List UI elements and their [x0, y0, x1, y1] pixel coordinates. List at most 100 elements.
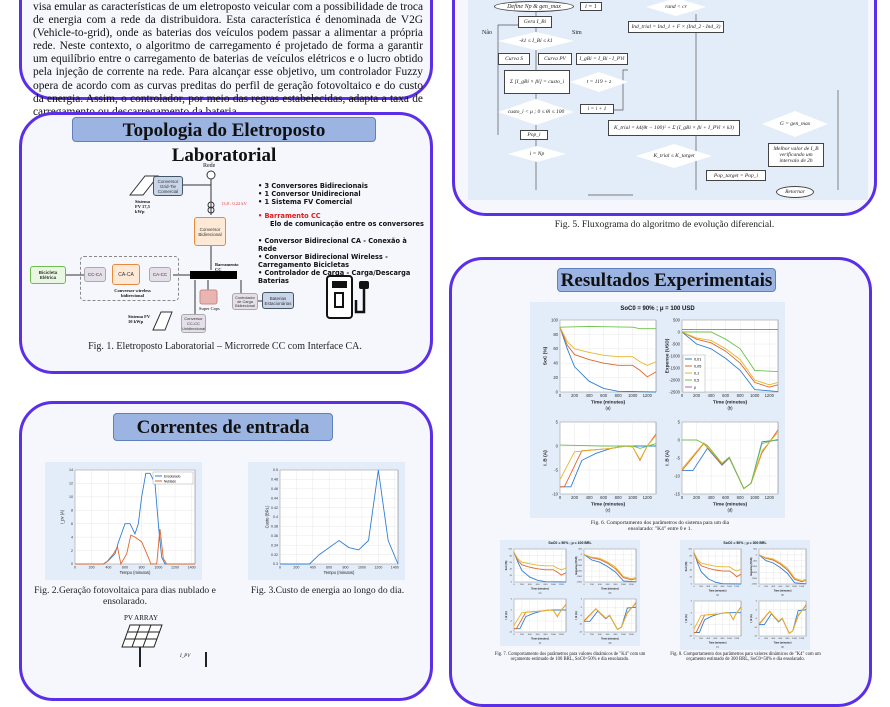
series-line-0,1	[681, 331, 779, 386]
x-tick-label: 200	[571, 393, 579, 398]
y-tick-label: -5	[580, 615, 583, 617]
x-tick-label: 600	[122, 566, 128, 570]
y-tick-label: 500	[673, 317, 681, 322]
x-tick-label: 1400	[391, 566, 399, 570]
x-tick-label: 400	[310, 566, 316, 570]
y-tick-label: 4	[71, 535, 73, 539]
x-tick-label: 1000	[628, 393, 638, 398]
highlight-title: Barramento CC	[264, 212, 321, 220]
x-tick-label: 1200	[643, 495, 653, 500]
y-tick-label: 500	[753, 549, 757, 551]
fv1-label: Sistema FV 17,5 kWp	[135, 199, 150, 214]
y-tick-label: 10	[69, 495, 73, 499]
intro-panel	[19, 0, 433, 100]
y-tick-label: -2500	[576, 582, 582, 584]
x-tick-label: 1000	[792, 638, 798, 640]
subplot-label: (d)	[609, 643, 612, 645]
x-tick-label: 0	[681, 393, 684, 398]
subplot-label: (a)	[539, 593, 542, 595]
x-tick-label: 1200	[374, 566, 382, 570]
y-axis-label: Expense (USD)	[575, 556, 578, 574]
x-axis-label: Time (minutes)	[713, 501, 748, 507]
legend-label: Nublado	[164, 480, 176, 484]
ipv-label: I_PV	[180, 654, 191, 659]
fc-return: Retornar	[776, 186, 814, 198]
y-tick-label: -5	[554, 467, 558, 472]
bullets-2: • Conversor Bidirecional CA - Conexão à …	[258, 237, 418, 285]
y-tick-label: 0	[511, 582, 513, 584]
x-tick-label: 200	[764, 586, 768, 588]
flowchart-diagram: Define Np & gen_max i = 1 Gera I_Bi Não …	[468, 0, 868, 200]
x-tick-label: 0	[583, 584, 585, 586]
x-tick-label: 0	[74, 566, 76, 570]
x-tick-label: 0	[559, 495, 562, 500]
y-tick-label: 100	[508, 549, 512, 551]
y-tick-label: 0	[71, 562, 73, 566]
y-tick-label: 0	[756, 555, 758, 557]
fc-inc: i = i + 1	[580, 104, 614, 114]
results-title: Resultados Experimentais	[557, 268, 776, 292]
y-tick-label: 0	[581, 554, 583, 556]
fc-define: Define Np & gen_max	[494, 1, 574, 12]
fc-curvaPV: Curva PV	[538, 53, 572, 65]
y-tick-label: 100	[688, 549, 692, 551]
series-line-0,01	[513, 552, 567, 583]
y-tick-label: -500	[672, 341, 681, 346]
subplot-label: (d)	[781, 647, 784, 649]
x-tick-label: 1200	[643, 393, 653, 398]
x-tick-label: 600	[714, 586, 718, 588]
series-line-0,5	[559, 326, 656, 330]
y-axis-label: SoC (%)	[543, 346, 549, 365]
wireless-label: Conversor wireless bidirecional	[114, 288, 151, 298]
x-tick-label: 1200	[629, 584, 635, 586]
y-tick-label: 0.36	[271, 534, 278, 538]
y-tick-label: 40	[553, 361, 558, 366]
supercap-label: Super Caps	[199, 306, 220, 311]
fc-curvaS: Curva S	[498, 53, 530, 65]
fc-melhor: Melhor valor de I_B verificando um inter…	[768, 143, 824, 167]
x-tick-label: 800	[139, 566, 145, 570]
x-tick-label: 1200	[734, 638, 740, 640]
x-tick-label: 600	[779, 638, 783, 640]
fc-soma: Σ [I_gBi × βi] = custo_i	[504, 70, 570, 94]
y-tick-label: -5	[690, 624, 693, 626]
x-tick-label: 800	[544, 634, 548, 636]
x-tick-label: 400	[598, 584, 602, 586]
y-tick-label: -1000	[669, 353, 680, 358]
x-tick-label: 0	[559, 393, 562, 398]
x-tick-label: 200	[693, 495, 701, 500]
x-tick-label: 200	[590, 634, 594, 636]
y-tick-label: -2500	[751, 584, 757, 586]
y-tick-label: 5	[756, 601, 758, 603]
x-tick-label: 0	[758, 638, 760, 640]
y-tick-label: -15	[579, 632, 583, 634]
x-axis-label: Time (minutes)	[531, 637, 549, 640]
y-tick-label: 20	[510, 575, 513, 577]
intro-text: visa emular as características de um ele…	[33, 1, 423, 118]
fc-cond1: -k1 ≤ I_Bi ≤ k1	[498, 32, 574, 50]
series-line-0,01	[583, 554, 637, 583]
x-tick-label: 1000	[792, 586, 798, 588]
y-tick-label: 0	[691, 612, 693, 614]
y-tick-label: 60	[690, 563, 693, 565]
series-line-0,5	[682, 438, 779, 490]
x-axis-label: Time (minutes)	[709, 589, 727, 592]
x-tick-label: 1000	[750, 495, 760, 500]
fc-ind: Ind_trial = Ind_1 + F × (Ind_2 - Ind_3)	[628, 21, 724, 33]
x-tick-label: 600	[722, 495, 730, 500]
y-axis-label: I_B (A)	[750, 614, 753, 623]
x-tick-label: 1000	[551, 584, 557, 586]
y-tick-label: -2000	[669, 377, 680, 382]
topology-title: Topologia do Eletroposto Laboratorial	[72, 117, 376, 166]
series-line-Nublado	[75, 529, 195, 566]
x-tick-label: 400	[586, 393, 594, 398]
x-tick-label: 0	[693, 638, 695, 640]
y-tick-label: -10	[689, 636, 693, 638]
x-tick-label: 800	[343, 566, 349, 570]
x-tick-label: 0	[758, 586, 760, 588]
y-tick-label: -1500	[669, 365, 680, 370]
series-line-0,1	[513, 552, 567, 571]
